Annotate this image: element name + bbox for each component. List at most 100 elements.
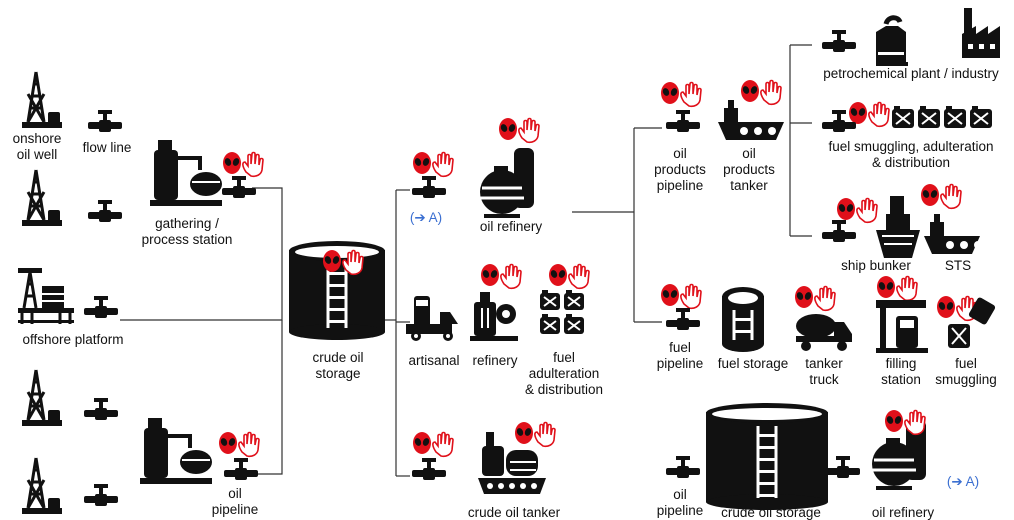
valve-icon xyxy=(666,110,700,132)
valve-icon xyxy=(822,110,856,132)
alien-head-icon xyxy=(661,284,679,306)
threat-indicator xyxy=(849,101,890,128)
fuel-storage-label: fuel storage xyxy=(717,356,789,371)
alien-head-icon xyxy=(837,198,855,220)
hand-icon xyxy=(432,431,454,458)
alien-head-icon xyxy=(223,152,241,174)
tanker-ship-icon xyxy=(718,100,784,140)
valve-icon xyxy=(412,458,446,480)
valve-icon xyxy=(822,220,856,242)
alien-head-icon xyxy=(885,410,903,432)
alien-head-icon xyxy=(219,432,237,454)
industry-icon xyxy=(962,8,1000,58)
threat-indicator xyxy=(921,183,962,210)
threat-indicator xyxy=(549,263,590,290)
threat-indicator xyxy=(877,275,918,302)
valve-icon xyxy=(666,456,700,478)
alien-head-icon xyxy=(499,118,517,140)
alien-head-icon xyxy=(795,286,813,308)
oil-refinery-bottom-label: oil refinery xyxy=(871,505,935,520)
petrochemical-label: petrochemical plant / industry xyxy=(823,66,999,81)
refinery-icon xyxy=(480,148,534,218)
threat-indicator xyxy=(223,151,264,178)
flow-line-label: flow line xyxy=(82,140,132,155)
alien-head-icon xyxy=(413,432,431,454)
oil-well-icon xyxy=(22,457,62,514)
threat-indicator xyxy=(219,431,260,458)
cargo-ship-icon xyxy=(876,196,920,258)
gathering-station-icon xyxy=(140,418,212,484)
alien-head-icon xyxy=(937,296,955,318)
hand-icon xyxy=(904,409,926,436)
valve-icon xyxy=(822,30,856,52)
hand-icon xyxy=(680,81,702,108)
valve-icon xyxy=(88,200,122,222)
gathering-station-icon xyxy=(150,140,222,206)
tanker-truck-icon xyxy=(796,314,852,351)
valve-icon xyxy=(88,110,122,132)
sts-label: STS xyxy=(944,258,972,273)
hand-icon xyxy=(680,283,702,310)
refinery-icon xyxy=(872,420,926,490)
threat-indicator xyxy=(795,285,836,312)
hand-icon xyxy=(534,421,556,448)
hand-icon xyxy=(500,263,522,290)
threat-indicator xyxy=(499,117,540,144)
threat-indicator xyxy=(413,151,454,178)
valve-icon xyxy=(826,456,860,478)
fuel-smuggling-distribution-label: fuel smuggling, adulteration& distributi… xyxy=(828,139,994,170)
truck-icon xyxy=(406,296,458,341)
hand-icon xyxy=(856,197,878,224)
crude-oil-tanker-icon xyxy=(478,432,546,494)
fuel-smuggling-icon xyxy=(948,297,996,348)
fuel-can-icon xyxy=(540,290,584,334)
valve-icon xyxy=(224,458,258,480)
tanker-ship-icon xyxy=(924,214,982,254)
alien-head-icon xyxy=(549,264,567,286)
valve-icon xyxy=(222,176,256,198)
alien-head-icon xyxy=(877,276,895,298)
oil-well-icon xyxy=(22,169,62,226)
oil-well-icon xyxy=(22,71,62,128)
oil-well-icon xyxy=(22,369,62,426)
alien-head-icon xyxy=(741,80,759,102)
valve-icon xyxy=(84,296,118,318)
gathering-station-label: gathering /process station xyxy=(141,216,233,247)
threat-indicator xyxy=(661,81,702,108)
reference-a-bottom-label: (➔ A) xyxy=(946,474,980,489)
factory-icon xyxy=(876,15,908,66)
threat-indicator xyxy=(885,409,926,436)
threat-indicator xyxy=(413,431,454,458)
hand-icon xyxy=(940,183,962,210)
alien-head-icon xyxy=(921,184,939,206)
crude-oil-storage-bottom-icon xyxy=(706,403,828,510)
hand-icon xyxy=(242,151,264,178)
alien-head-icon xyxy=(413,152,431,174)
hand-icon xyxy=(568,263,590,290)
small-refinery-icon xyxy=(470,292,518,341)
threat-indicator xyxy=(323,249,364,276)
hand-icon xyxy=(518,117,540,144)
hand-icon xyxy=(760,79,782,106)
refinery-label: refinery xyxy=(472,353,518,368)
crude-oil-tanker-label: crude oil tanker xyxy=(467,505,561,520)
ship-bunker-label: ship bunker xyxy=(841,258,911,273)
threat-indicator xyxy=(741,79,782,106)
hand-icon xyxy=(868,101,890,128)
alien-head-icon xyxy=(481,264,499,286)
valve-icon xyxy=(666,308,700,330)
alien-head-icon xyxy=(849,102,867,124)
alien-head-icon xyxy=(323,250,341,272)
alien-head-icon xyxy=(515,422,533,444)
hand-icon xyxy=(432,151,454,178)
hand-icon xyxy=(342,249,364,276)
valve-icon xyxy=(84,484,118,506)
